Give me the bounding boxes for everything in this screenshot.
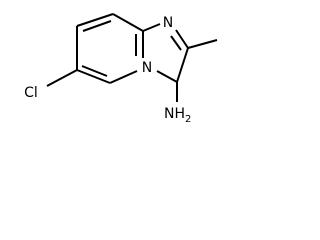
bond-c1-c2	[76, 69, 111, 84]
chlorine-label: Cl	[24, 85, 38, 101]
bond-c2-cl	[46, 69, 78, 87]
bond-c7-n-top	[142, 23, 161, 32]
amine-subscript: 2	[185, 114, 191, 125]
bond-c-methyl-c-amine	[176, 47, 189, 83]
bond-n-bridge-c1	[109, 70, 138, 84]
bond-c6-c7	[112, 13, 144, 32]
nitrogen-bridge-label: N	[142, 60, 152, 76]
nitrogen-top-label: N	[163, 15, 173, 31]
bond-c1-c2-inner	[81, 65, 108, 77]
bond-methyl	[187, 39, 218, 49]
molecule-structure: Cl N N NH2	[24, 13, 218, 125]
amine-nh-text: NH	[164, 106, 185, 122]
bond-c-amine-n-bridge	[156, 70, 178, 83]
bond-c5-c6	[76, 13, 114, 27]
bond-c5-c6-inner	[82, 20, 112, 32]
amine-label: NH2	[164, 106, 191, 125]
bond-n-top-c-methyl	[175, 29, 189, 49]
bond-n-top-c-methyl-inner	[170, 35, 182, 51]
